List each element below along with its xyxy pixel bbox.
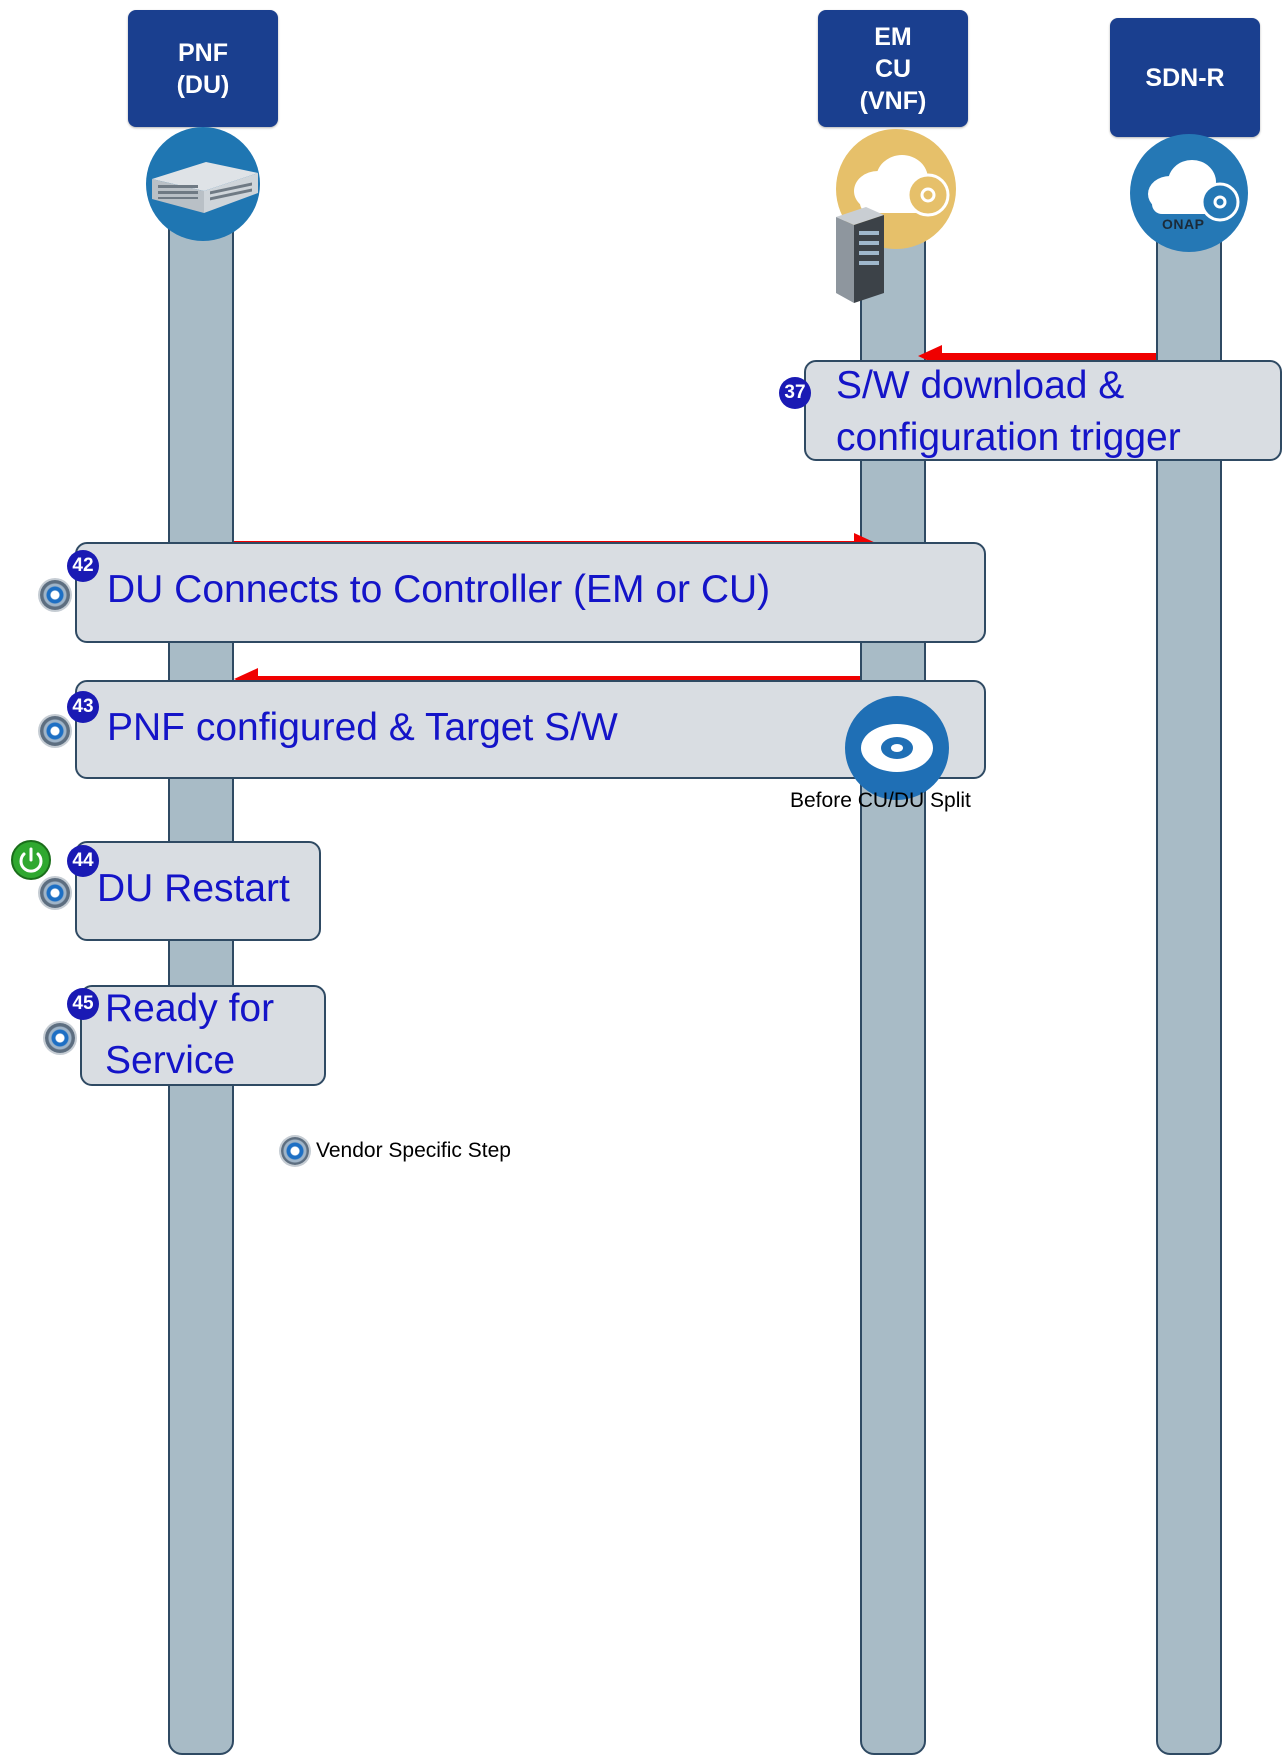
before-split-note: Before CU/DU Split — [790, 789, 971, 812]
step-box-37: S/W download & configuration trigger — [804, 360, 1282, 461]
onap-logo-text: ONAP — [1162, 216, 1205, 232]
step-box-45: Ready for Service — [80, 985, 326, 1086]
legend-vendor-specific: Vendor Specific Step — [316, 1139, 511, 1162]
step-37-text: S/W download & configuration trigger — [836, 364, 1181, 459]
server-tower-icon — [832, 205, 888, 305]
actor-em-cu: EM CU (VNF) — [818, 10, 968, 127]
step-42-text: DU Connects to Controller (EM or CU) — [107, 568, 771, 611]
gear-icon — [281, 1137, 309, 1165]
gear-icon — [40, 580, 70, 610]
step-badge-43: 43 — [67, 691, 99, 723]
power-icon — [11, 840, 51, 880]
actor-em-cu-label: EM CU (VNF) — [859, 22, 927, 115]
gear-icon — [45, 1023, 75, 1053]
gear-icon — [40, 716, 70, 746]
gear-icon — [40, 878, 70, 908]
arrow-step-37 — [918, 345, 1156, 367]
disc-icon — [843, 694, 951, 802]
actor-sdnr: SDN-R — [1110, 18, 1260, 137]
actor-pnf-label: PNF (DU) — [176, 38, 230, 99]
lifeline-pnf — [168, 150, 234, 1755]
step-badge-44: 44 — [67, 845, 99, 877]
step-badge-42: 42 — [67, 550, 99, 582]
step-43-text: PNF configured & Target S/W — [107, 706, 618, 749]
step-box-43: PNF configured & Target S/W — [75, 680, 986, 779]
step-badge-45: 45 — [67, 988, 99, 1020]
step-box-42: DU Connects to Controller (EM or CU) — [75, 542, 986, 643]
onap-cloud-icon: ONAP — [1130, 134, 1248, 252]
server-chassis-icon — [146, 127, 260, 241]
step-box-44: DU Restart — [75, 841, 321, 941]
step-45-text: Ready for Service — [105, 987, 275, 1082]
actor-pnf: PNF (DU) — [128, 10, 278, 127]
step-44-text: DU Restart — [97, 867, 290, 910]
actor-sdnr-label: SDN-R — [1145, 63, 1225, 92]
step-badge-37: 37 — [779, 377, 811, 409]
